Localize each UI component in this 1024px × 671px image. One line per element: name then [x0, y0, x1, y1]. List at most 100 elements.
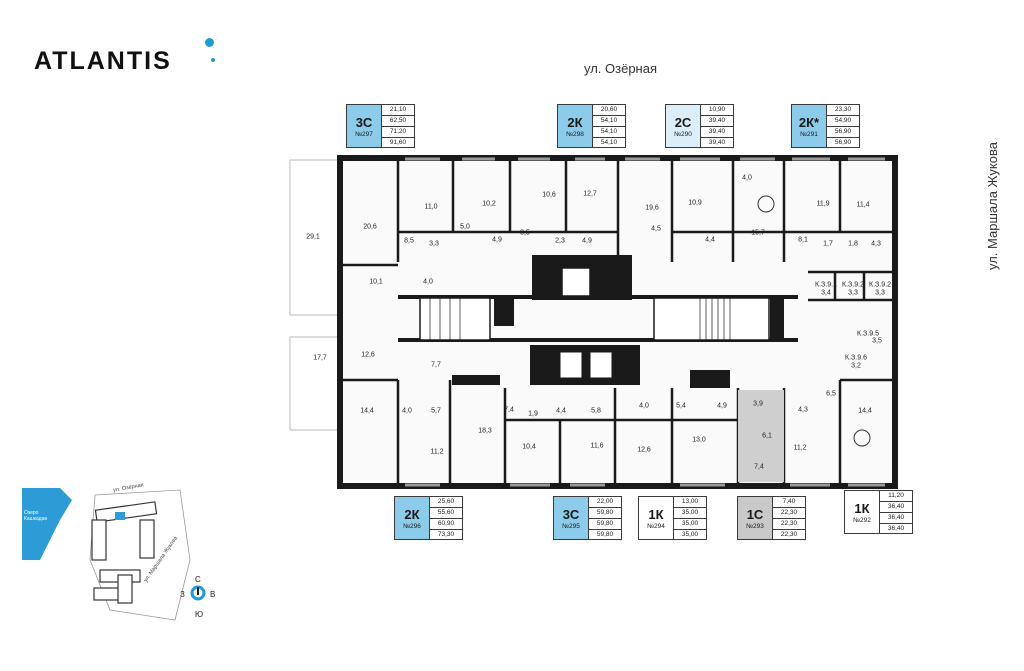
brand-logo: ATLANTIS: [34, 47, 172, 75]
minimap-lake-label: Озеро Кашкадан: [24, 510, 48, 522]
compass-north: С: [195, 575, 201, 584]
room-area: 3,3: [875, 289, 885, 297]
room-area: 20,6: [363, 223, 377, 231]
room-area: 4,0: [639, 402, 649, 410]
room-area: 14,4: [360, 407, 374, 415]
room-area: К.З.9.2: [869, 281, 891, 289]
area-value: 54,10: [593, 116, 625, 127]
area-value: 35,00: [681, 531, 699, 538]
room-area: 19,6: [645, 204, 659, 212]
area-value: 11,20: [880, 491, 912, 502]
apartment-type: 3С: [562, 506, 580, 522]
room-area: 10,1: [369, 278, 383, 286]
area-value: 56,90: [834, 139, 852, 146]
room-area: 7,4: [754, 463, 764, 471]
apartment-type: 1С: [746, 506, 764, 522]
apartment-type: 2К: [567, 114, 583, 130]
room-area: 10,9: [688, 199, 702, 207]
street-label-top: ул. Озёрная: [584, 61, 658, 76]
room-area: 3,3: [848, 289, 858, 297]
apartment-number: №296: [403, 522, 421, 530]
compass-south: Ю: [195, 610, 204, 619]
area-value: 10,90: [701, 105, 733, 116]
room-area: 8,5: [520, 229, 530, 237]
area-value: 22,30: [780, 531, 798, 538]
room-area: 4,9: [717, 402, 727, 410]
apartment-number: №295: [562, 522, 580, 530]
room-area: 10,6: [542, 191, 556, 199]
area-value: 59,80: [589, 508, 621, 519]
room-area: 4,4: [556, 407, 566, 415]
room-area: 17,7: [313, 354, 327, 362]
room-area: 10,2: [482, 200, 496, 208]
room-area: 3,3: [429, 240, 439, 248]
room-area: 4,0: [402, 407, 412, 415]
room-area: 5,7: [431, 407, 441, 415]
room-area: 4,9: [492, 236, 502, 244]
apartment-number: №292: [853, 516, 871, 524]
room-area: 6,5: [826, 390, 836, 398]
room-area: 18,3: [478, 427, 492, 435]
area-value: 22,00: [589, 497, 621, 508]
area-value: 91,60: [389, 139, 407, 146]
room-area: 3,9: [753, 400, 763, 408]
apartment-type: 1К: [648, 506, 664, 522]
room-area: 8,1: [798, 236, 808, 244]
apartment-number: №293: [746, 522, 764, 530]
area-value: 60,90: [430, 519, 462, 530]
apartment-type: 3С: [355, 114, 373, 130]
area-value: 22,30: [773, 508, 805, 519]
room-area: 4,0: [742, 174, 752, 182]
room-area: 4,3: [798, 406, 808, 414]
room-area: 7,4: [504, 406, 514, 414]
room-area: 4,4: [705, 236, 715, 244]
area-value: 20,60: [593, 105, 625, 116]
room-area: 1,8: [848, 240, 858, 248]
room-area: 29,1: [306, 233, 320, 241]
area-value: 23,30: [827, 105, 859, 116]
area-value: 21,10: [382, 105, 414, 116]
compass-icon: [190, 585, 206, 601]
area-value: 35,00: [674, 519, 706, 530]
area-value: 71,20: [382, 127, 414, 138]
room-area: 11,0: [424, 203, 438, 211]
room-area: 10,4: [522, 443, 536, 451]
room-area: 5,0: [460, 223, 470, 231]
apartment-number: №298: [566, 130, 584, 138]
apartment-number: №297: [355, 130, 373, 138]
apartment-number: №291: [800, 130, 818, 138]
apartment-number: №294: [647, 522, 665, 530]
apartment-type: 2К: [404, 506, 420, 522]
area-value: 54,10: [593, 127, 625, 138]
logo-dot: [205, 38, 214, 47]
apartment-type: 1К: [854, 500, 870, 516]
area-value: 36,40: [880, 502, 912, 513]
apartment-type: 2К*: [798, 114, 820, 130]
room-area: 8,5: [404, 237, 414, 245]
area-value: 59,80: [596, 531, 614, 538]
room-area: 4,0: [423, 278, 433, 286]
room-area: 1,9: [528, 410, 538, 418]
room-area: 2,3: [555, 237, 565, 245]
room-area: 11,2: [793, 444, 807, 452]
area-value: 54,90: [827, 116, 859, 127]
room-area: К.З.9.1: [815, 281, 837, 289]
room-area: 4,5: [651, 225, 661, 233]
area-value: 39,40: [708, 139, 726, 146]
room-area: 12,6: [637, 446, 651, 454]
logo-dot-small: [211, 58, 215, 62]
area-value: 35,00: [674, 508, 706, 519]
compass-east: В: [210, 590, 216, 599]
room-area: 4,9: [582, 237, 592, 245]
area-value: 55,60: [430, 508, 462, 519]
room-area: 12,7: [583, 190, 597, 198]
